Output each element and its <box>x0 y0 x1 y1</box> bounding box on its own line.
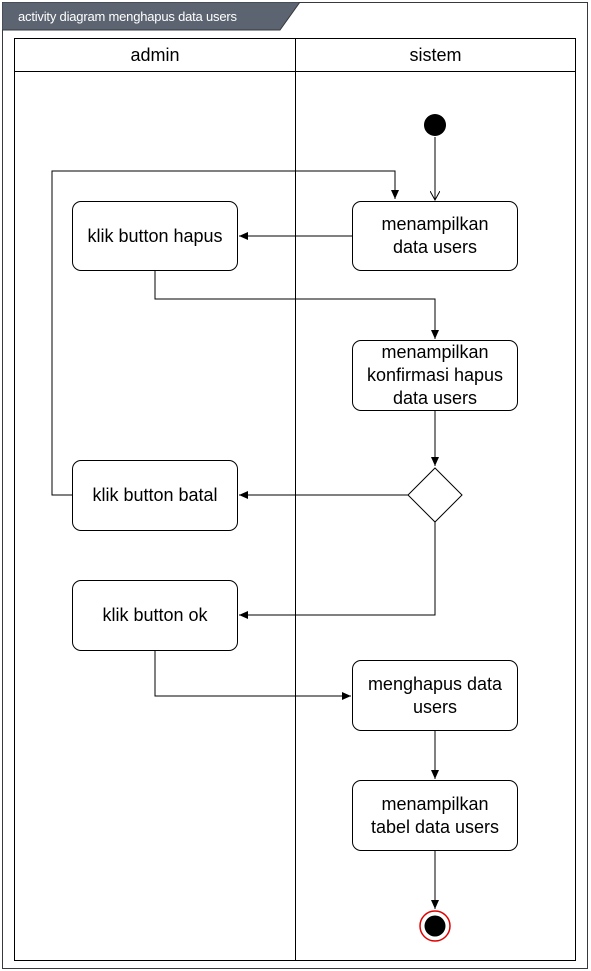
node-tampil-data: menampilkan data users <box>352 201 518 271</box>
node-tampil-tabel: menampilkan tabel data users <box>352 780 518 851</box>
diagram-title: activity diagram menghapus data users <box>18 9 237 24</box>
node-konfirmasi: menampilkan konfirmasi hapus data users <box>352 340 518 411</box>
decision-diamond-icon <box>407 467 463 523</box>
initial-node-icon <box>424 114 446 136</box>
final-node-icon <box>419 910 451 942</box>
node-hapus-data: menghapus data users <box>352 660 518 731</box>
lane-sistem-header: sistem <box>296 39 575 72</box>
edge-klik-ok-to-hapus-data <box>154 651 351 700</box>
node-klik-hapus: klik button hapus <box>72 201 238 271</box>
edge-klik-hapus-to-konfirmasi <box>154 271 439 339</box>
edge-decision-to-klik-ok <box>239 522 436 619</box>
node-klik-batal: klik button batal <box>72 460 238 531</box>
lane-admin-header: admin <box>15 39 295 72</box>
lane-sistem: sistem <box>295 38 576 961</box>
edge-klik-batal-loop-to-tampil-data <box>51 170 399 496</box>
title-tab <box>2 2 300 31</box>
node-klik-ok: klik button ok <box>72 580 238 651</box>
